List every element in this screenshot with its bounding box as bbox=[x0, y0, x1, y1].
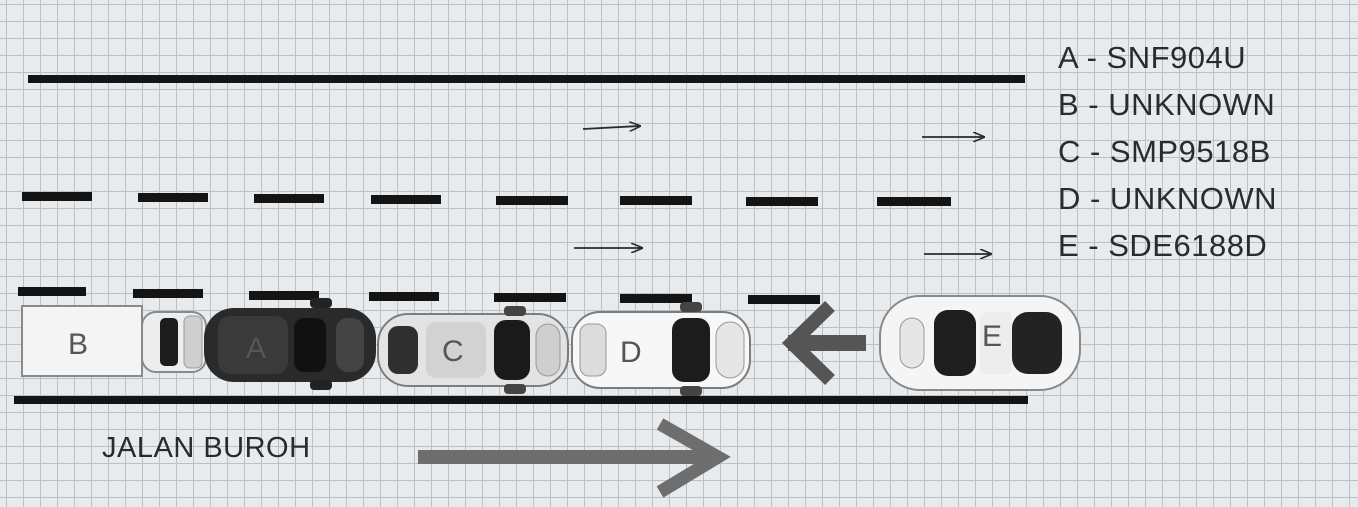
vehicle-e: E bbox=[879, 295, 1081, 391]
vehicle-d: D bbox=[571, 302, 751, 396]
legend-item-b: B - UNKNOWN bbox=[1058, 87, 1276, 122]
vehicle-d-label: D bbox=[620, 336, 642, 369]
road-name-label: JALAN BUROH bbox=[102, 432, 311, 464]
vehicle-c-label: C bbox=[442, 335, 464, 368]
legend-item-d: D - UNKNOWN bbox=[1058, 181, 1278, 216]
vehicle-b: B bbox=[21, 305, 207, 377]
legend-item-a: A - SNF904U bbox=[1058, 40, 1247, 75]
vehicle-legend: A - SNF904U B - UNKNOWN C - SMP9518B D -… bbox=[1058, 34, 1277, 269]
road-top-edge bbox=[28, 75, 1025, 83]
vehicle-a: A bbox=[204, 298, 376, 390]
vehicle-a-label: A bbox=[246, 332, 266, 365]
lane-divider-lower bbox=[18, 287, 820, 304]
vehicle-c: C bbox=[377, 306, 569, 394]
legend-item-c: C - SMP9518B bbox=[1058, 134, 1271, 169]
direction-arrow bbox=[582, 126, 640, 129]
lane-divider-upper bbox=[22, 192, 951, 206]
vehicle-e-label: E bbox=[982, 320, 1002, 353]
road-direction-arrow bbox=[418, 418, 731, 498]
legend-item-e: E - SDE6188D bbox=[1058, 228, 1268, 263]
road-bottom-edge bbox=[14, 396, 1028, 404]
vehicle-b-label: B bbox=[68, 328, 88, 361]
reverse-arrow bbox=[781, 300, 866, 386]
